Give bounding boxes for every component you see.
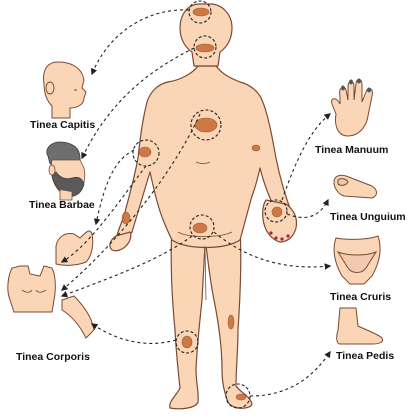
circle-chest [190, 109, 222, 141]
arrow-barbae [81, 47, 195, 160]
head-bearded-icon [46, 141, 86, 201]
circle-groin [189, 214, 215, 240]
lesion-left-arm [138, 146, 152, 158]
connector-arrows [60, 9, 332, 397]
left-leg [169, 227, 206, 410]
arrow-groin-cruris [213, 231, 332, 270]
arrow-groin-torso [60, 235, 193, 298]
pelvis-icon [333, 235, 381, 285]
body-lesions [121, 7, 283, 401]
hand-nails [269, 231, 290, 241]
circle-scalp [188, 0, 212, 24]
lesion-scalp [192, 7, 210, 17]
right-hand [262, 199, 298, 243]
label-tinea-cruris: Tinea Cruris [330, 291, 392, 303]
foot-icon [336, 307, 383, 345]
lesion-hand [271, 206, 283, 218]
label-tinea-pedis: Tinea Pedis [336, 350, 395, 362]
lesion-shin-right [227, 314, 235, 330]
circle-hand [264, 199, 288, 223]
hand-icon [331, 78, 373, 137]
torso-icon [7, 265, 56, 313]
lesion-left-forearm [121, 211, 131, 225]
arrow-arm-torso-a [60, 165, 147, 263]
lesion-knee-left [181, 335, 193, 349]
label-tinea-manuum: Tinea Manuum [315, 144, 389, 156]
arrow-hand-manuum [281, 113, 332, 201]
lesion-groin [192, 222, 208, 234]
label-tinea-corporis: Tinea Corporis [16, 351, 90, 363]
lesion-right-arm [251, 144, 261, 152]
arrow-capitis [90, 9, 190, 76]
head-bald-icon [43, 61, 87, 119]
head [179, 3, 233, 67]
arrow-knee-torso [90, 323, 177, 344]
lesion-chin [195, 43, 215, 53]
lesion-chest [194, 117, 218, 133]
human-body-figure [109, 3, 298, 410]
body-details [177, 161, 233, 301]
arrow-arm-torso-b [60, 113, 201, 291]
finger-icon [333, 174, 377, 199]
flexed-arm-icon [55, 230, 94, 266]
left-hand [109, 231, 132, 252]
arrow-hand-unguium [286, 198, 329, 219]
arrow-corporis-arm [93, 149, 135, 226]
arrow-foot-pedis [249, 350, 331, 397]
infection-site-circles [132, 0, 288, 409]
label-tinea-unguium: Tinea Unguium [330, 211, 406, 223]
circle-chin [193, 35, 217, 59]
label-tinea-barbae: Tinea Barbae [29, 199, 95, 211]
label-tinea-capitis: Tinea Capitis [30, 119, 96, 131]
lesion-foot [235, 393, 247, 401]
bent-arm-icon [61, 295, 95, 339]
circle-knee [175, 330, 199, 354]
